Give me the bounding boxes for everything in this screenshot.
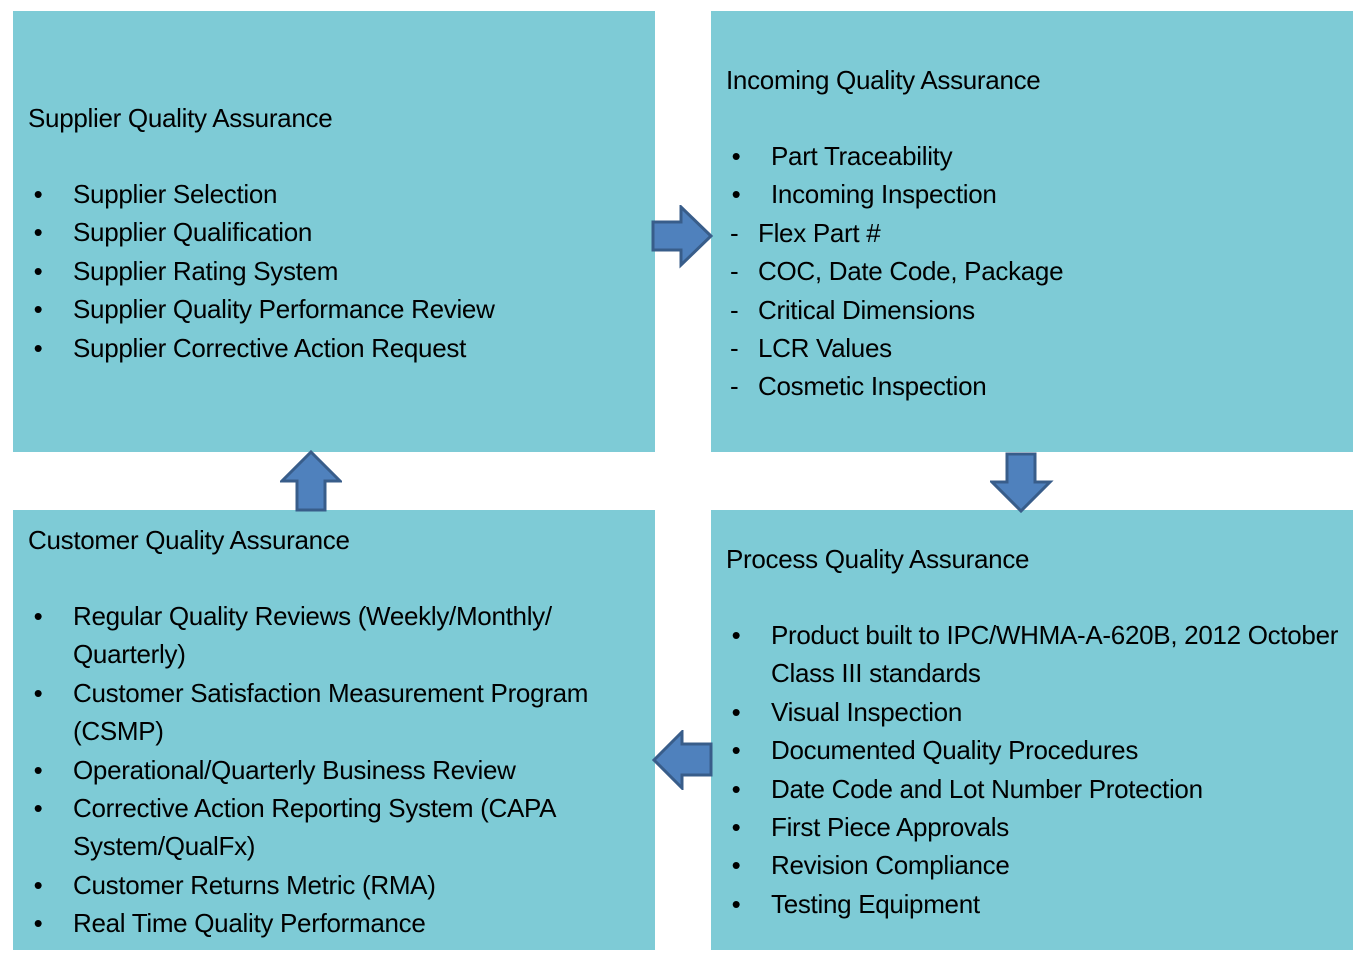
bullet-icon: • <box>731 179 741 210</box>
supplier-quality-title: Supplier Quality Assurance <box>28 103 333 133</box>
list-item-text: Documented Quality Procedures <box>771 735 1139 766</box>
bullet-icon: • <box>33 754 43 785</box>
bullet-icon: • <box>33 217 43 248</box>
list-item: • Regular Quality Reviews (Weekly/Monthly… <box>28 597 655 674</box>
list-item: • Operational/Quarterly Business Review <box>28 751 655 789</box>
list-item-text: Supplier Selection <box>73 179 278 209</box>
supplier-quality-box: Supplier Quality Assurance • Supplier Sel… <box>13 11 655 452</box>
list-item-text: Critical Dimensions <box>758 294 975 325</box>
list-item-text: Revision Compliance <box>771 850 1010 881</box>
list-item: • Documented Quality Procedures <box>726 731 1353 769</box>
process-quality-title: Process Quality Assurance <box>726 544 1030 574</box>
incoming-quality-box: Incoming Quality Assurance • Part Traceab… <box>711 11 1353 452</box>
bullet-icon: • <box>33 179 43 209</box>
bullet-icon: • <box>731 620 741 650</box>
sub-list-item: -COC, Date Code, Package <box>726 252 1353 290</box>
bullet-icon: • <box>731 812 741 843</box>
arrow-down-icon <box>990 452 1054 514</box>
list-item-text: Customer Satisfaction Measurement Progra… <box>73 677 589 747</box>
sub-list-item: -Cosmetic Inspection <box>726 367 1353 405</box>
list-item-text: Real Time Quality Performance <box>73 908 426 939</box>
bullet-icon: • <box>731 696 741 727</box>
dash-icon: - <box>730 294 739 325</box>
arrow-up-icon <box>280 450 342 512</box>
list-item-text: Flex Part # <box>758 217 881 248</box>
list-item: • Real Time Quality Performance <box>28 904 655 942</box>
list-item: • Supplier Rating System <box>28 252 655 290</box>
list-item-text: Supplier Corrective Action Request <box>73 332 467 363</box>
customer-quality-title: Customer Quality Assurance <box>28 525 350 555</box>
dash-icon: - <box>730 371 739 402</box>
list-item: • Revision Compliance <box>726 846 1353 884</box>
list-item: • Supplier Selection <box>28 175 655 213</box>
list-item-text: Date Code and Lot Number Protection <box>771 773 1203 804</box>
list-item: • Customer Returns Metric (RMA) <box>28 866 655 904</box>
supplier-quality-list: • Supplier Selection • Supplier Qualificati… <box>28 175 655 367</box>
dash-icon: - <box>730 217 739 248</box>
list-item-text: Product built to IPC/WHMA-A-620B, 2012 O… <box>771 620 1339 689</box>
bullet-icon: • <box>33 869 43 900</box>
list-item: • Customer Satisfaction Measurement Progr… <box>28 674 655 751</box>
sub-list-item: -LCR Values <box>726 329 1353 367</box>
list-item: • Corrective Action Reporting System (CAP… <box>28 789 655 866</box>
list-item-text: Supplier Rating System <box>73 255 339 286</box>
bullet-icon: • <box>33 677 43 708</box>
list-item-text: Incoming Inspection <box>771 179 997 210</box>
dash-icon: - <box>730 256 739 287</box>
bullet-icon: • <box>731 735 741 766</box>
list-item: • Supplier Corrective Action Request <box>28 329 655 367</box>
list-item: • First Piece Approvals <box>726 808 1353 846</box>
list-item: • Testing Equipment <box>726 885 1353 923</box>
list-item: • Supplier Qualification <box>28 213 655 251</box>
bullet-icon: • <box>33 601 43 631</box>
list-item: • Product built to IPC/WHMA-A-620B, 2012 … <box>726 616 1353 693</box>
bullet-icon: • <box>33 793 43 824</box>
bullet-icon: • <box>33 908 43 939</box>
list-item-text: Supplier Qualification <box>73 217 313 248</box>
sub-list-item: -Critical Dimensions <box>726 291 1353 329</box>
bullet-icon: • <box>731 850 741 881</box>
list-item-text: COC, Date Code, Package <box>758 256 1064 287</box>
list-item-text: Supplier Quality Performance Review <box>73 294 495 325</box>
list-item-text: LCR Values <box>758 333 892 364</box>
list-item-text: Regular Quality Reviews (Weekly/Monthly/… <box>73 601 552 670</box>
customer-quality-list: • Regular Quality Reviews (Weekly/Monthly… <box>28 597 655 943</box>
bullet-icon: • <box>33 294 43 325</box>
list-item-text: Corrective Action Reporting System (CAPA… <box>73 793 555 862</box>
list-item: • Date Code and Lot Number Protection <box>726 770 1353 808</box>
incoming-quality-list: •Part Traceability•Incoming Inspection-F… <box>726 137 1353 406</box>
process-quality-list: • Product built to IPC/WHMA-A-620B, 2012 … <box>726 616 1353 923</box>
bullet-icon: • <box>33 332 43 363</box>
bullet-icon: • <box>731 141 741 171</box>
list-item-text: First Piece Approvals <box>771 812 1009 843</box>
bullet-icon: • <box>33 255 43 286</box>
list-item-text: Customer Returns Metric (RMA) <box>73 869 436 900</box>
sub-list-item: -Flex Part # <box>726 214 1353 252</box>
list-item: • Incoming Inspection <box>726 175 1353 213</box>
list-item: • Visual Inspection <box>726 693 1353 731</box>
arrow-right-icon <box>651 205 715 269</box>
bullet-icon: • <box>731 888 741 919</box>
incoming-quality-title: Incoming Quality Assurance <box>726 65 1041 95</box>
list-item-text: Testing Equipment <box>771 888 980 919</box>
process-quality-box: Process Quality Assurance • Product built… <box>711 510 1353 950</box>
list-item-text: Operational/Quarterly Business Review <box>73 754 516 785</box>
list-item: • Supplier Quality Performance Review <box>28 290 655 328</box>
bullet-icon: • <box>731 773 741 804</box>
dash-icon: - <box>730 333 739 364</box>
customer-quality-box: Customer Quality Assurance • Regular Qual… <box>13 510 655 950</box>
list-item-text: Part Traceability <box>771 141 953 171</box>
list-item-text: Cosmetic Inspection <box>758 371 987 402</box>
list-item: • Part Traceability <box>726 137 1353 175</box>
arrow-left-icon <box>652 730 714 790</box>
list-item-text: Visual Inspection <box>771 696 962 727</box>
